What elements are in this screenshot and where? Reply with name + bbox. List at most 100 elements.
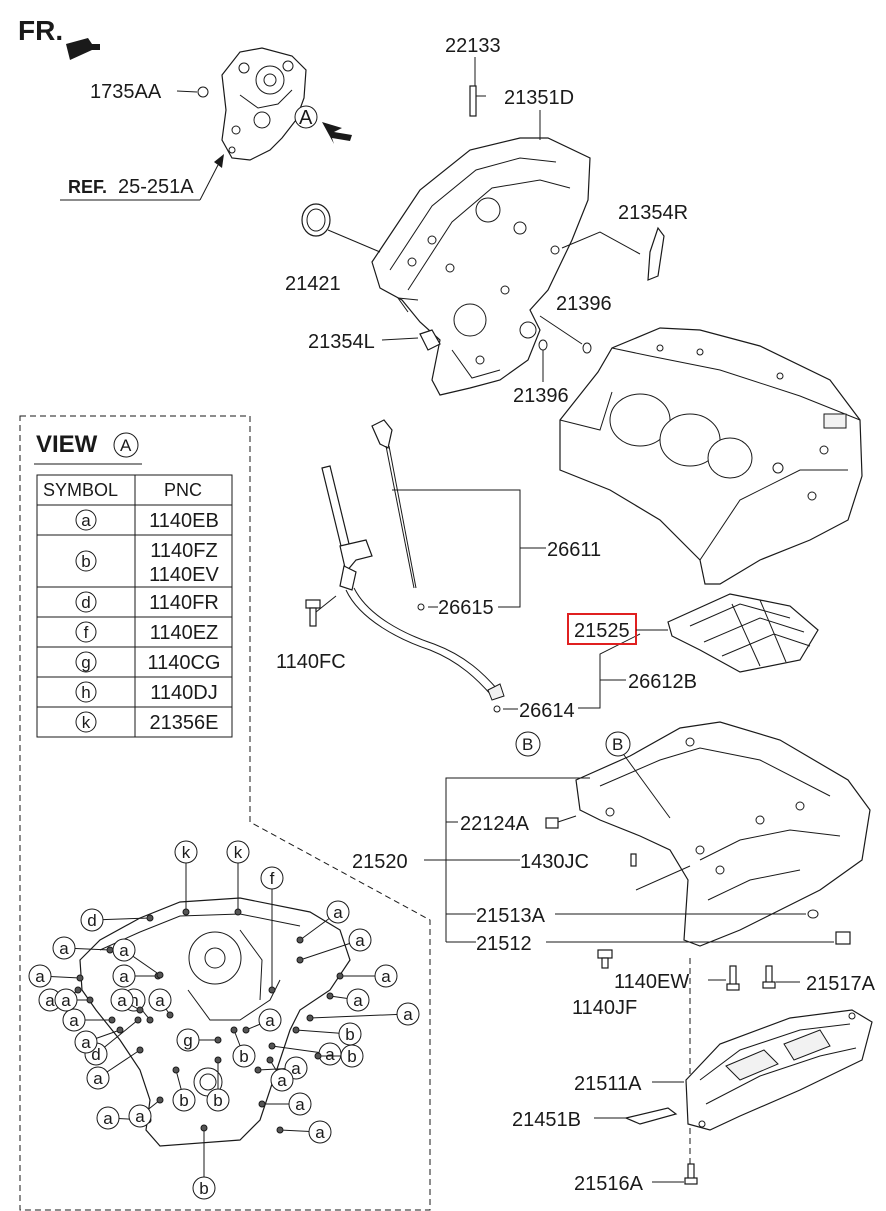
callout-symbol: a	[355, 931, 365, 950]
water-pump-assembly	[221, 47, 307, 161]
callout-symbol: a	[295, 1095, 305, 1114]
table-cell-symbol: g	[81, 653, 90, 672]
callout-symbol: a	[353, 991, 363, 1010]
view-a-cover-outline	[79, 897, 351, 1147]
bolt-point-icon	[276, 1126, 284, 1134]
bolt-21516A	[684, 1163, 698, 1185]
callout-circle-icon	[172, 1088, 196, 1112]
table-cell-pnc: 1140EZ	[150, 622, 219, 644]
pin-1430JC	[630, 853, 637, 867]
label-1735AA: 1735AA	[90, 81, 162, 103]
bolt-point-icon	[268, 986, 276, 994]
callout-symbol: a	[277, 1071, 287, 1090]
callout-symbol: a	[59, 939, 69, 958]
callout-circle-icon	[128, 1104, 152, 1128]
callout-circle-icon	[192, 1176, 216, 1200]
table-cell-symbol: b	[81, 552, 90, 571]
bolt-point-icon	[106, 946, 114, 954]
bolt-point-icon	[254, 1066, 262, 1074]
callout-symbol: a	[119, 967, 129, 986]
callout-circle-icon	[54, 988, 78, 1012]
symbol-circle-icon	[75, 591, 97, 613]
label-1140FC: 1140FC	[276, 651, 346, 673]
callout-circle-icon	[348, 928, 372, 952]
callout-circle-icon	[86, 1066, 110, 1090]
view-title-marker-text: A	[120, 436, 132, 455]
table-cell-symbol: k	[82, 713, 91, 732]
plug-22124A	[545, 817, 559, 829]
table-cell-symbol: a	[81, 511, 91, 530]
callout-symbol: a	[119, 941, 129, 960]
table-cell-symbol: h	[81, 683, 90, 702]
oil-pan-lower	[685, 1009, 873, 1131]
table-cell-pnc: 1140DJ	[150, 682, 217, 704]
front-label: FR.	[18, 15, 63, 46]
symbol-circle-icon	[75, 550, 97, 572]
callout-circle-icon	[340, 1044, 364, 1068]
label-21351D: 21351D	[504, 87, 574, 109]
label-1140JF: 1140JF	[572, 997, 637, 1019]
bolt-point-icon	[214, 1056, 222, 1064]
callout-leader	[309, 1013, 409, 1019]
label-26611: 26611	[547, 539, 601, 561]
callout-circle-icon	[174, 840, 198, 864]
callout-circle-icon	[270, 1068, 294, 1092]
bolt-point-icon	[86, 996, 94, 1004]
callout-symbol: a	[45, 991, 55, 1010]
label-21421: 21421	[285, 273, 341, 295]
callout-symbol: a	[403, 1005, 413, 1024]
bolt-point-icon	[182, 908, 190, 916]
callout-circle-icon	[148, 988, 172, 1012]
callout-circle-icon	[110, 988, 134, 1012]
bolt-point-icon	[214, 1036, 222, 1044]
table-cell-symbol: f	[84, 623, 89, 642]
callout-circle-icon	[52, 936, 76, 960]
bolt-point-icon	[116, 1026, 124, 1034]
callout-circle-icon	[326, 900, 350, 924]
callout-circle-icon	[112, 938, 136, 962]
label-26615: 26615	[438, 597, 494, 619]
ref-arrow-icon	[214, 154, 224, 168]
table-cell-pnc: 1140FR	[149, 592, 219, 614]
bolt-21517A	[762, 965, 776, 989]
table-cell-pnc: 1140FZ	[150, 540, 217, 562]
label-21396-b: 21396	[513, 385, 569, 407]
view-a-marker-text: A	[299, 107, 313, 129]
bolt-point-icon	[200, 1124, 208, 1132]
bolt-point-icon	[296, 936, 304, 944]
bolt-point-icon	[156, 1096, 164, 1104]
bolt-point-icon	[306, 1014, 314, 1022]
connector-b-right-text: B	[612, 735, 623, 754]
bolt-point-icon	[326, 992, 334, 1000]
bolt-point-icon	[314, 1052, 322, 1060]
callout-symbol: d	[87, 911, 96, 930]
ref-code: 25-251A	[118, 176, 194, 198]
label-21511A: 21511A	[574, 1073, 642, 1095]
oil-pan-upper	[575, 721, 871, 947]
table-header-symbol: SYMBOL	[43, 480, 118, 500]
callout-circle-icon	[346, 988, 370, 1012]
callout-circle-icon	[62, 1008, 86, 1032]
sensor-21451B	[624, 1107, 678, 1125]
view-a-frame	[19, 415, 431, 1211]
symbol-circle-icon	[75, 711, 97, 733]
callout-symbol: a	[35, 967, 45, 986]
callout-symbol: a	[93, 1069, 103, 1088]
label-21516A: 21516A	[574, 1173, 644, 1195]
label-26614: 26614	[519, 700, 575, 722]
symbol-circle-icon	[75, 681, 97, 703]
view-a-marker	[294, 105, 318, 129]
bolt-point-icon	[156, 971, 164, 979]
label-21517A: 21517A	[806, 973, 876, 995]
symbol-circle-icon	[75, 651, 97, 673]
callout-symbol: b	[347, 1047, 356, 1066]
callout-circle-icon	[232, 1044, 256, 1068]
bolt-1735AA	[197, 86, 209, 98]
bolt-point-icon	[146, 914, 154, 922]
callout-symbol: k	[234, 843, 243, 862]
callout-circle-icon	[28, 964, 52, 988]
bolt-1140FC	[305, 595, 337, 627]
